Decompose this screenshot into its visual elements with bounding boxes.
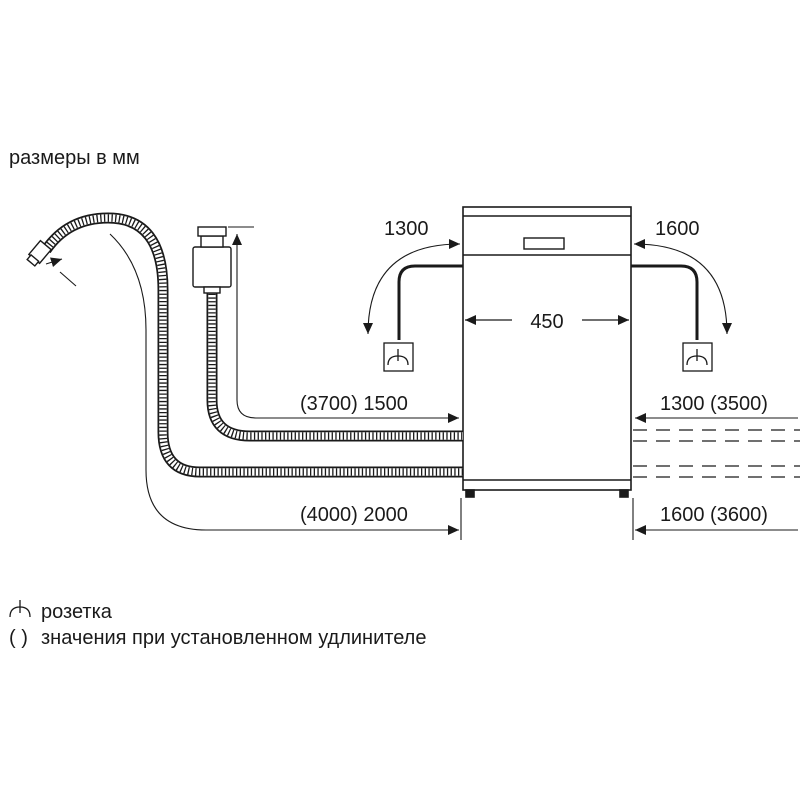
right-foot: [619, 489, 629, 498]
right-dimensions: [635, 413, 798, 535]
legend-extension-marker: ( ): [9, 627, 28, 649]
legend-extension-label: значения при установленном удлинителе: [41, 627, 427, 649]
drain-reach-dimension: [228, 226, 459, 423]
inlet-hose: [41, 212, 463, 478]
drain-left-value: (3700) 1500: [300, 393, 408, 415]
hose-left-value: (4000) 2000: [300, 504, 408, 526]
legend-socket: розетка: [9, 601, 112, 622]
legend-extension: ( ) значения при установленном удлинителе: [9, 628, 426, 648]
legend-socket-symbol: [9, 600, 31, 618]
left-reach-arc: [363, 239, 461, 335]
right-inlet-value: 1600: [655, 218, 700, 240]
power-socket-icon: [686, 349, 708, 366]
drain-hose: [206, 290, 463, 442]
drain-right-value: 1300 (3500): [660, 393, 768, 415]
tap-connector: [26, 239, 53, 267]
units-caption: размеры в мм: [9, 147, 140, 169]
control-display: [523, 237, 565, 250]
left-power-cable: [397, 264, 463, 340]
left-socket: [383, 342, 414, 372]
power-socket-icon: [387, 349, 409, 366]
legend-socket-label: розетка: [41, 601, 112, 623]
dishwasher-outline: [462, 206, 632, 491]
extension-lines: [460, 498, 634, 540]
right-socket: [682, 342, 713, 372]
dishwasher: [462, 206, 632, 498]
left-inlet-value: 1300: [384, 218, 429, 240]
right-hose-exits: [633, 429, 800, 478]
left-foot: [465, 489, 475, 498]
right-power-cable: [631, 264, 699, 340]
right-reach-arc: [633, 239, 732, 335]
drain-connector: [192, 226, 232, 294]
power-socket-icon: [9, 600, 31, 618]
socket-legend-spacer: [9, 601, 35, 621]
width-value: 450: [530, 311, 563, 333]
inlet-reach-dimension: [45, 233, 459, 535]
hose-right-value: 1600 (3600): [660, 504, 768, 526]
